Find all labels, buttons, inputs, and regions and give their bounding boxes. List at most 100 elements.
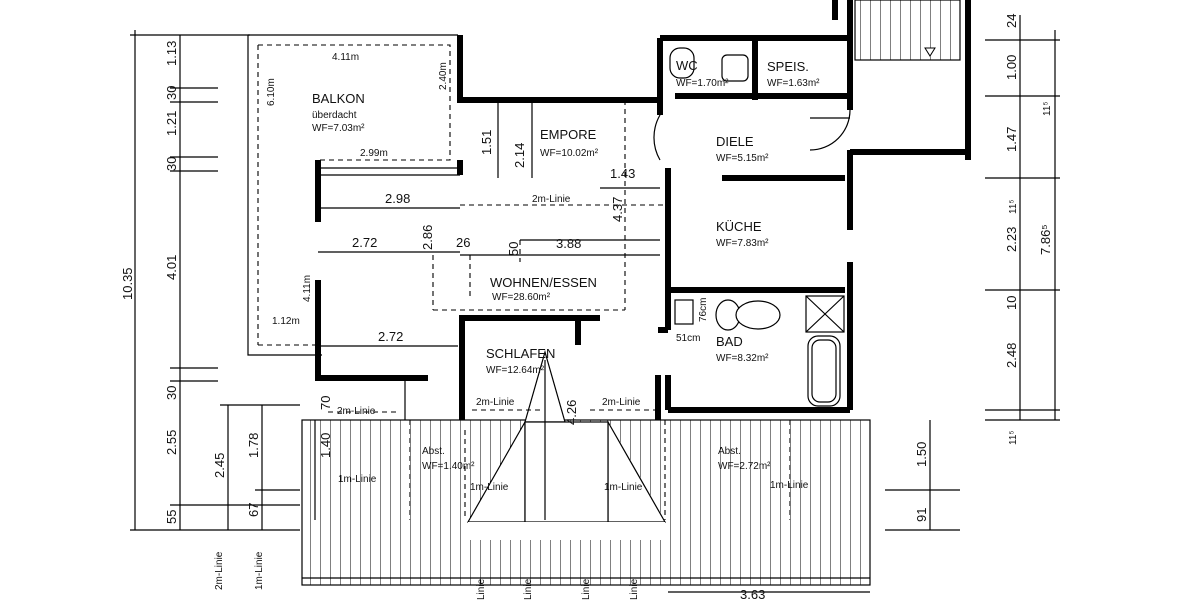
- line-label: 2m-Linie: [532, 194, 571, 205]
- doors: [653, 109, 851, 161]
- dim-right-115: 11⁵: [1008, 199, 1019, 214]
- left-dimension-texts: 10.35 1.13 30 1.21 30 4.01 30 2.55 55 2.…: [120, 41, 261, 524]
- line-label: 1m-Linie: [604, 482, 643, 493]
- line-label: 1m-Linie: [470, 482, 509, 493]
- room-subtitle: überdacht: [312, 110, 357, 121]
- room-wohnen-essen: WOHNEN/ESSEN WF=28.60m²: [490, 275, 597, 303]
- room-area: WF=7.83m²: [716, 238, 769, 249]
- walls: [315, 0, 968, 420]
- dim-272-top: 2.72: [352, 235, 377, 250]
- dim-right-115: 11⁵: [1008, 430, 1019, 445]
- dimension-lines: [314, 100, 870, 593]
- dim-left-245: 2.45: [212, 453, 227, 478]
- dim-298: 2.98: [385, 191, 410, 206]
- room-area: WF=2.72m²: [718, 461, 771, 472]
- room-name: EMPORE: [540, 127, 597, 142]
- sanitary-fixtures: [669, 47, 845, 407]
- room-name: SCHLAFEN: [486, 346, 555, 361]
- stairwell: [832, 0, 971, 160]
- dim-right-786: 7.86⁵: [1038, 224, 1053, 255]
- room-bad: BAD WF=8.32m²: [716, 334, 769, 364]
- dim-51cm: 51cm: [676, 333, 700, 344]
- room-area: WF=1.70m²: [676, 78, 729, 89]
- dim-left-30: 30: [164, 157, 179, 171]
- room-speis: SPEIS. WF=1.63m²: [767, 59, 820, 89]
- dim-right-10: 10: [1004, 296, 1019, 310]
- line-label: 2m-Linie: [337, 406, 376, 417]
- room-name: BALKON: [312, 91, 365, 106]
- room-name: DIELE: [716, 134, 754, 149]
- dim-left-113: 1.13: [164, 41, 179, 66]
- dim-left-121: 1.21: [164, 111, 179, 136]
- dim-70: 70: [318, 396, 333, 410]
- dim-living-corner: 1.12m: [272, 316, 300, 327]
- dim-286: 2.86: [420, 225, 435, 250]
- dim-left-401: 4.01: [164, 255, 179, 280]
- dim-right-115: 11⁵: [1042, 101, 1053, 116]
- line-label: 1m-Linie: [254, 551, 265, 590]
- room-abst-left: Abst. WF=1.40m²: [422, 446, 475, 472]
- line-label: 1m-Linie: [338, 474, 377, 485]
- line-label: 1m-Linie: [770, 480, 809, 491]
- room-diele: DIELE WF=5.15m²: [716, 134, 769, 164]
- dim-total-height: 10.35: [120, 267, 135, 300]
- room-area: WF=12.64m²: [486, 365, 545, 376]
- room-name: BAD: [716, 334, 743, 349]
- dim-right-100: 1.00: [1004, 55, 1019, 80]
- dim-left-178: 1.78: [246, 433, 261, 458]
- room-area: WF=1.40m²: [422, 461, 475, 472]
- dim-balkon-left: 6.10m: [266, 78, 277, 106]
- room-area: WF=5.15m²: [716, 153, 769, 164]
- line-label: 2m-Linie: [476, 397, 515, 408]
- dim-151: 1.51: [479, 130, 494, 155]
- line-label: Linie: [629, 578, 640, 600]
- room-name: SPEIS.: [767, 59, 809, 74]
- room-kueche: KÜCHE WF=7.83m²: [716, 219, 769, 249]
- room-name: Abst.: [718, 446, 741, 457]
- dim-426: 4.26: [564, 400, 579, 425]
- line-label: Linie: [476, 578, 487, 600]
- dim-left-255: 2.55: [164, 430, 179, 455]
- room-empore: EMPORE WF=10.02m²: [540, 127, 599, 159]
- room-name: WOHNEN/ESSEN: [490, 275, 597, 290]
- left-dimension-chain: [130, 30, 300, 531]
- right-dimension-chain: [885, 15, 1060, 531]
- room-area: WF=1.63m²: [767, 78, 820, 89]
- line-label: Linie: [581, 578, 592, 600]
- dim-right-24: 24: [1004, 14, 1019, 28]
- dim-50: 50: [506, 242, 521, 256]
- dim-right-248: 2.48: [1004, 343, 1019, 368]
- line-label: 2m-Linie: [214, 551, 225, 590]
- dim-left-67: 67: [246, 503, 261, 517]
- dim-left-30: 30: [164, 386, 179, 400]
- room-name: Abst.: [422, 446, 445, 457]
- room-area: WF=7.03m²: [312, 123, 365, 134]
- dim-balkon-top: 4.11m: [332, 52, 359, 63]
- room-wc: WC WF=1.70m²: [676, 58, 729, 89]
- balcony-outline: [247, 34, 458, 356]
- room-name: WC: [676, 58, 698, 73]
- interior-dimensions: 4.11m 6.10m 2.40m 2.99m 4.11m 1.12m 2.98…: [266, 52, 765, 600]
- line-label: Linie: [523, 578, 534, 600]
- height-line-labels: 2m-Linie 2m-Linie 2m-Linie 2m-Linie 1m-L…: [214, 194, 809, 600]
- dim-right-150: 1.50: [914, 442, 929, 467]
- dim-388: 3.88: [556, 236, 581, 251]
- room-schlafen: SCHLAFEN WF=12.64m²: [486, 346, 555, 376]
- dim-437: 4.37: [610, 197, 625, 222]
- dim-143: 1.43: [610, 166, 635, 181]
- dim-left-30: 30: [164, 86, 179, 100]
- dim-140: 1.40: [318, 433, 333, 458]
- room-area: WF=8.32m²: [716, 353, 769, 364]
- line-label: 2m-Linie: [602, 397, 641, 408]
- right-dimension-texts: 24 1.00 11⁵ 1.47 11⁵ 2.23 10 2.48 11⁵ 7.…: [914, 14, 1053, 522]
- dim-26: 26: [456, 235, 470, 250]
- room-balkon: BALKON überdacht WF=7.03m²: [312, 91, 365, 134]
- dim-right-147: 1.47: [1004, 127, 1019, 152]
- dim-balkon-bottom: 2.99m: [360, 148, 388, 159]
- dim-left-55: 55: [164, 510, 179, 524]
- dim-214: 2.14: [512, 143, 527, 168]
- dim-76cm: 76cm: [698, 298, 709, 322]
- dim-272-low: 2.72: [378, 329, 403, 344]
- room-name: KÜCHE: [716, 219, 762, 234]
